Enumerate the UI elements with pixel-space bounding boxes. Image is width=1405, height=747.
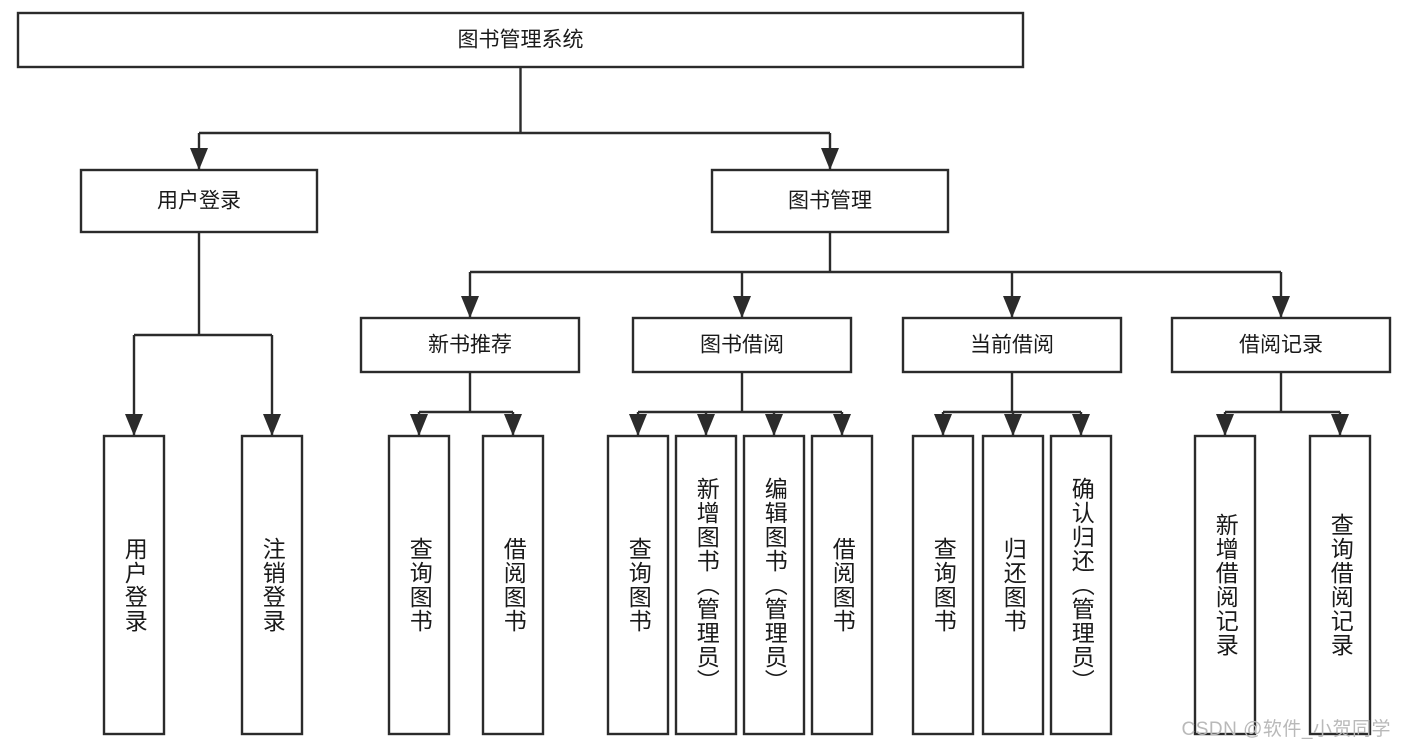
node-book-management[interactable] xyxy=(710,168,950,234)
node-label: 借阅记录 xyxy=(1239,334,1323,357)
arrow-head-icon xyxy=(263,414,281,436)
arrow-head-icon xyxy=(125,414,143,436)
node-box-layer xyxy=(16,11,1392,736)
node-current-borrow[interactable] xyxy=(901,316,1123,374)
arrow-head-icon xyxy=(1004,414,1022,436)
node-leaf-return-book[interactable] xyxy=(981,434,1045,736)
arrow-head-icon xyxy=(504,414,522,436)
arrow-head-icon xyxy=(934,414,952,436)
node-leaf-confirm-return-admin[interactable] xyxy=(1049,434,1113,736)
node-label: 图书管理系统 xyxy=(458,29,584,52)
node-leaf-query-book-current[interactable] xyxy=(911,434,975,736)
arrow-head-icon xyxy=(697,414,715,436)
arrow-head-icon xyxy=(765,414,783,436)
arrow-head-icon xyxy=(410,414,428,436)
node-leaf-edit-book-admin[interactable] xyxy=(742,434,806,736)
node-leaf-add-borrow-record[interactable] xyxy=(1193,434,1257,736)
arrow-head-icon xyxy=(821,148,839,170)
node-leaf-query-book-recommend[interactable] xyxy=(387,434,451,736)
arrow-head-icon xyxy=(190,148,208,170)
arrow-head-icon xyxy=(461,296,479,318)
node-user-login[interactable] xyxy=(79,168,319,234)
arrow-head-icon xyxy=(733,296,751,318)
node-leaf-borrow-book[interactable] xyxy=(810,434,874,736)
arrow-head-icon xyxy=(1216,414,1234,436)
node-label: 用户登录 xyxy=(157,190,241,213)
node-label: 新书推荐 xyxy=(428,334,512,357)
node-root-root[interactable] xyxy=(16,11,1025,69)
node-leaf-borrow-book-recommend[interactable] xyxy=(481,434,545,736)
node-leaf-query-borrow-record[interactable] xyxy=(1308,434,1372,736)
arrow-head-icon xyxy=(1331,414,1349,436)
arrow-head-icon xyxy=(1272,296,1290,318)
node-label: 图书借阅 xyxy=(700,334,784,357)
node-borrow-record[interactable] xyxy=(1170,316,1392,374)
arrow-head-icon xyxy=(1072,414,1090,436)
arrow-head-icon xyxy=(1003,296,1021,318)
node-label: 当前借阅 xyxy=(970,334,1054,357)
node-label: 图书管理 xyxy=(788,190,872,213)
connector-layer xyxy=(125,67,1349,436)
node-leaf-logout[interactable] xyxy=(240,434,304,736)
node-leaf-add-book-admin[interactable] xyxy=(674,434,738,736)
arrow-head-icon xyxy=(629,414,647,436)
node-book-borrow[interactable] xyxy=(631,316,853,374)
node-leaf-user-login[interactable] xyxy=(102,434,166,736)
arrow-head-icon xyxy=(833,414,851,436)
node-new-book-recommend[interactable] xyxy=(359,316,581,374)
node-leaf-query-book-borrow[interactable] xyxy=(606,434,670,736)
watermark-text: CSDN @软件_小贺同学 xyxy=(1181,719,1391,740)
